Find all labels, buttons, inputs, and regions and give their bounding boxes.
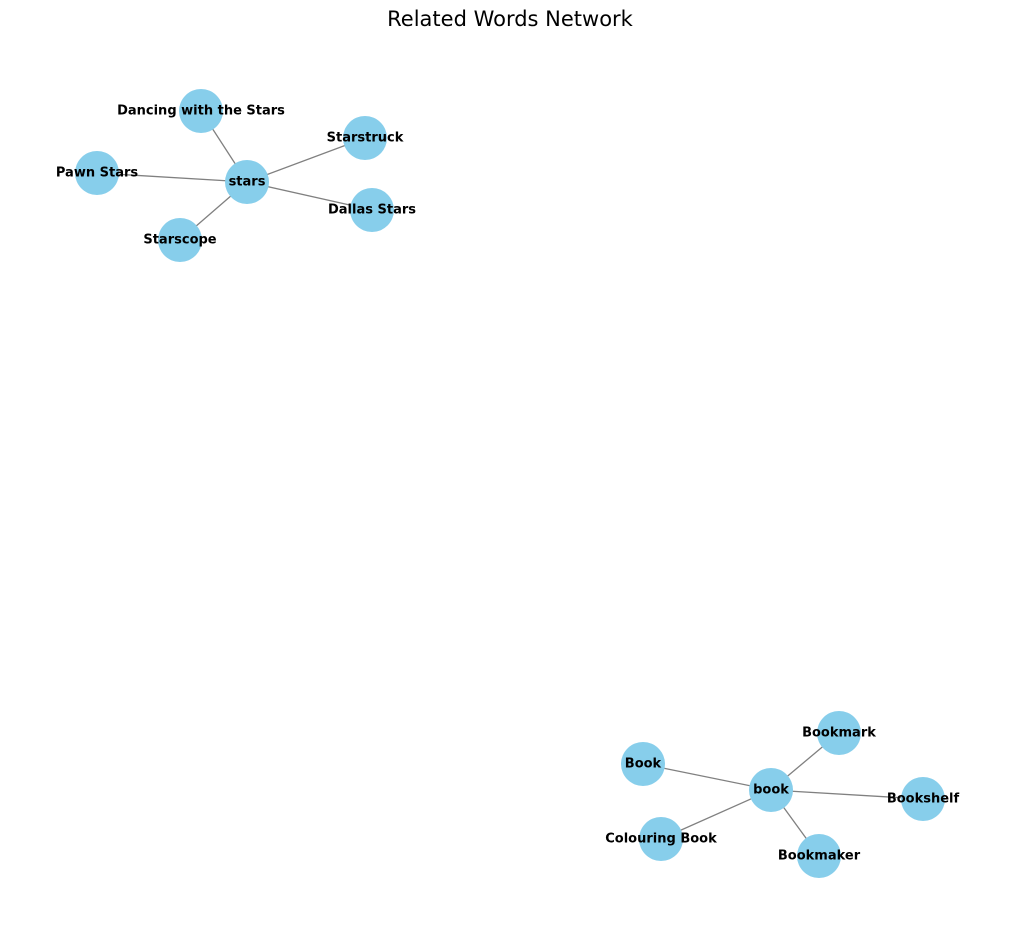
- node-label-starstruck: Starstruck: [327, 131, 404, 146]
- node-label-starscope: Starscope: [143, 233, 216, 248]
- node-label-dallas-stars: Dallas Stars: [328, 203, 416, 218]
- node-label-stars: stars: [229, 175, 266, 190]
- node-starscope: [158, 218, 202, 262]
- node-bookmaker: [797, 834, 841, 878]
- labels-layer: stars Dancing with the StarsStarstruckPaw…: [56, 104, 960, 864]
- node-label-book-cap: Book: [625, 757, 662, 772]
- node-label-dancing-with-the-stars: Dancing with the Stars: [117, 104, 285, 119]
- node-label-pawn-stars: Pawn Stars: [56, 166, 139, 181]
- node-dancing-with-the-stars: [179, 89, 223, 133]
- node-starstruck: [343, 116, 387, 160]
- diagram-title: Related Words Network: [387, 7, 634, 31]
- node-label-bookmark: Bookmark: [802, 726, 876, 741]
- node-bookmark: [817, 711, 861, 755]
- node-book: [749, 768, 793, 812]
- nodes-layer: [75, 89, 945, 878]
- node-label-bookshelf: Bookshelf: [887, 792, 960, 807]
- node-dallas-stars: [350, 188, 394, 232]
- node-stars: [225, 160, 269, 204]
- edge-stars-pawn-stars: [96, 172, 248, 183]
- node-label-book: book: [753, 783, 789, 798]
- node-book-cap: [621, 742, 665, 786]
- node-pawn-stars: [75, 151, 119, 195]
- node-bookshelf: [901, 777, 945, 821]
- node-colouring-book: [639, 817, 683, 861]
- node-label-colouring-book: Colouring Book: [605, 832, 717, 847]
- node-label-bookmaker: Bookmaker: [778, 849, 861, 864]
- edge-book-bookshelf: [770, 789, 924, 800]
